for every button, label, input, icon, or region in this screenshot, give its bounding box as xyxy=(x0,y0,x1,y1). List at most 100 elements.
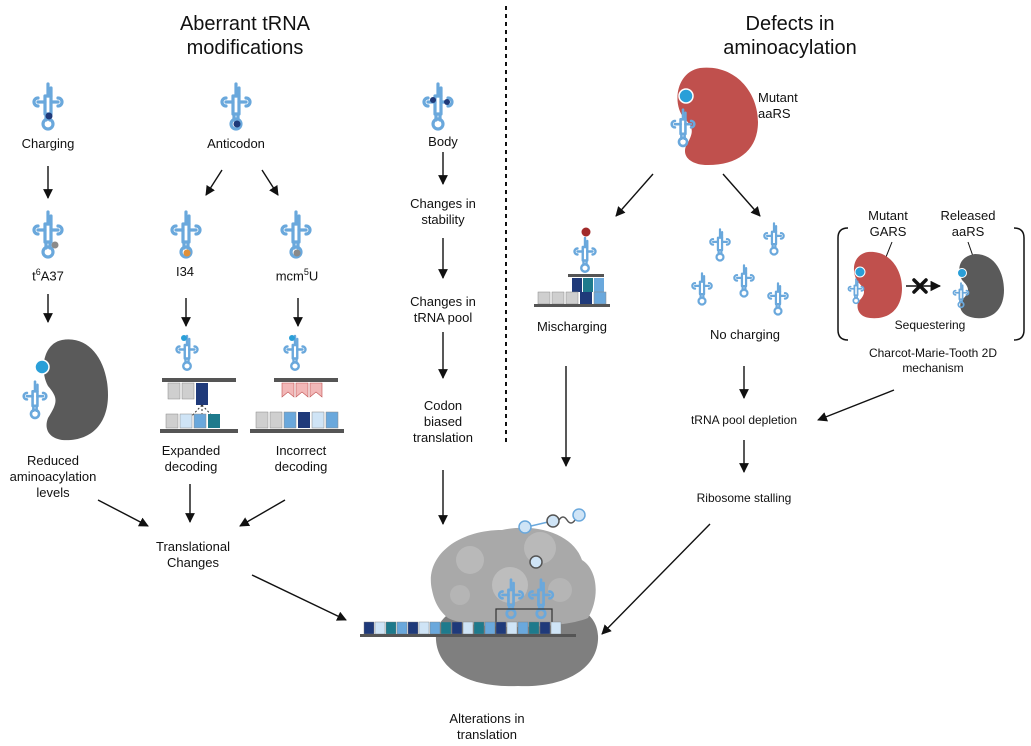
codon-block xyxy=(374,621,386,635)
codon-block xyxy=(385,621,397,635)
amino-acid-icon xyxy=(34,359,50,375)
codon-block xyxy=(418,621,430,635)
label-line: GARS xyxy=(869,224,907,239)
codon-block xyxy=(396,621,408,635)
incorrect-decoding-scheme xyxy=(250,334,344,433)
aars-enzyme-icon xyxy=(43,339,108,441)
label-line: aaRS xyxy=(758,106,791,121)
trna-icon xyxy=(422,82,454,131)
aars-enzyme-icon xyxy=(959,254,1004,319)
trna-pool-depletion-label: tRNA pool depletion xyxy=(690,413,798,427)
expanded-decoding-label: Expanded decoding xyxy=(148,443,234,475)
mutant-aars-label: Mutant aaRS xyxy=(758,90,818,122)
aars-enzyme-icon xyxy=(677,67,758,166)
changes-stability-label: Changes in stability xyxy=(393,196,493,228)
label-line: Mutant xyxy=(868,208,908,223)
label-line: Translational xyxy=(156,539,230,554)
codon-block xyxy=(506,621,518,635)
label-superscript: 5 xyxy=(303,267,309,277)
codon-block xyxy=(407,621,419,635)
reduced-aminoacylation-label: Reduced aminoacylation levels xyxy=(0,453,106,501)
body-label: Body xyxy=(428,134,458,149)
amino-acid-icon xyxy=(678,88,694,104)
ribosome-icon xyxy=(430,527,599,687)
label-part: mcm xyxy=(275,268,304,284)
amino-acid-icon xyxy=(518,520,532,534)
label-line: Released xyxy=(940,208,996,223)
codon-block xyxy=(484,621,496,635)
charging-label: Charging xyxy=(21,136,75,151)
codon-biased-label: Codon biased translation xyxy=(393,398,493,446)
label-line: translation xyxy=(457,727,517,742)
translational-changes-label: Translational Changes xyxy=(138,539,248,571)
modification-dot xyxy=(233,120,241,128)
label-line: translation xyxy=(413,430,473,445)
mrna-strand-icon xyxy=(360,621,576,637)
incorrect-decoding-label: Incorrect decoding xyxy=(258,443,344,475)
trna-icon xyxy=(709,228,731,262)
amino-acid-icon xyxy=(572,508,586,522)
heading-line: Defects in xyxy=(745,13,835,35)
label-line: aaRS xyxy=(951,224,985,239)
trna-icon xyxy=(763,222,785,256)
amino-acid-icon xyxy=(957,268,967,278)
peptide-chain xyxy=(518,508,586,569)
label-line: Codon xyxy=(423,398,463,413)
codon-block xyxy=(363,621,375,635)
trna-icon xyxy=(733,264,755,298)
label-line: stability xyxy=(421,212,465,227)
codon-block xyxy=(429,621,441,635)
heading-line: aminoacylation xyxy=(723,37,857,59)
cmt-label: Charcot-Marie-Tooth 2D mechanism xyxy=(848,346,1018,376)
codon-block xyxy=(528,621,540,635)
codon-block xyxy=(539,621,551,635)
sequestering-label: Sequestering xyxy=(894,318,966,332)
amino-acid-icon xyxy=(854,266,866,278)
label-line: Changes in xyxy=(410,196,476,211)
codon-block xyxy=(517,621,529,635)
label-line: Changes in xyxy=(410,294,476,309)
codon-block xyxy=(495,621,507,635)
bracket-left xyxy=(837,227,849,341)
mischarging-scheme xyxy=(534,227,610,307)
trna-icon xyxy=(283,334,307,371)
left-heading: Aberrant tRNA modifications xyxy=(150,12,340,60)
label-line: Charcot-Marie-Tooth 2D xyxy=(868,346,998,360)
modification-dot xyxy=(183,249,191,257)
trna-icon xyxy=(32,210,64,259)
x-mark-icon xyxy=(912,278,928,294)
trna-icon xyxy=(767,282,789,316)
mischarging-label: Mischarging xyxy=(536,319,608,334)
codon-block xyxy=(451,621,463,635)
modification-dot xyxy=(293,249,301,257)
released-aars-label: Released aaRS xyxy=(928,208,1008,240)
anticodon-label: Anticodon xyxy=(207,136,265,151)
i34-label: I34 xyxy=(175,264,195,279)
label-line: aminoacylation xyxy=(9,469,97,484)
aars-enzyme-icon xyxy=(853,251,902,319)
label-line: decoding xyxy=(274,459,328,474)
trna-icon xyxy=(573,236,597,273)
label-line: Changes xyxy=(166,555,220,570)
label-superscript: 6 xyxy=(35,267,41,277)
label-line: Alterations in xyxy=(449,711,525,726)
trna-icon xyxy=(691,272,713,306)
label-line: biased xyxy=(423,414,463,429)
label-part: t xyxy=(32,268,36,284)
codon-block xyxy=(473,621,485,635)
label-line: mechanism xyxy=(902,361,964,375)
amino-acid-icon xyxy=(289,335,295,341)
trna-icon xyxy=(175,334,199,371)
label-line: Reduced xyxy=(26,453,80,468)
label-line: Mutant xyxy=(758,90,798,105)
right-heading: Defects in aminoacylation xyxy=(690,12,890,60)
label-part: A37 xyxy=(40,268,64,284)
amino-acid-icon xyxy=(529,555,543,569)
t6a37-label: t6A37 xyxy=(8,264,88,284)
codon-block xyxy=(550,621,562,635)
ribosome-stalling-label: Ribosome stalling xyxy=(696,491,792,505)
codon-block xyxy=(440,621,452,635)
heading-line: Aberrant tRNA xyxy=(179,13,311,35)
